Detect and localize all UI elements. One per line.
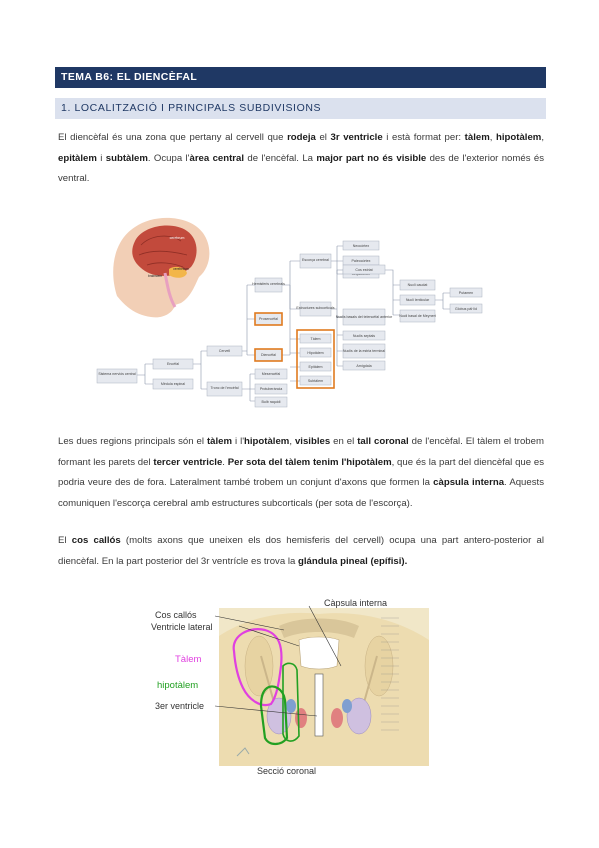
node-diencefal: Diencèfal: [254, 348, 283, 362]
svg-text:Estructures subcorticals: Estructures subcorticals: [296, 306, 334, 310]
svg-text:Nucli basal de Meynert: Nucli basal de Meynert: [399, 314, 436, 318]
svg-text:Subtàlem: Subtàlem: [308, 379, 323, 383]
svg-text:Paleocòrtex: Paleocòrtex: [352, 259, 371, 263]
node-nuclis-basals: Nuclis basals del telencèfal anterior: [336, 308, 393, 326]
node-medula: Mèdula espinal: [152, 378, 194, 390]
svg-text:Prosencèfal: Prosencèfal: [259, 317, 278, 321]
internal-capsule-shape: [260, 655, 378, 707]
node-escorca: Escorça cerebral: [299, 253, 332, 269]
node-talem: Tàlem: [299, 333, 332, 344]
svg-text:Epitàlem: Epitàlem: [309, 365, 323, 369]
svg-text:Nuclis basals del telencèfal a: Nuclis basals del telencèfal anterior: [336, 315, 393, 319]
node-estructures: Estructures subcorticals: [296, 301, 335, 317]
brain-head-illustration: cerebrum cerebellum brainstem: [113, 217, 210, 318]
thalamic-group-highlight: [296, 329, 335, 389]
node-protuberancia: Protuberància: [254, 383, 288, 395]
third-ventricle-shape: [314, 673, 324, 737]
svg-text:Diencèfal: Diencèfal: [261, 353, 276, 357]
svg-text:Tronc de l'encèfal: Tronc de l'encèfal: [210, 386, 238, 390]
svg-text:Protuberància: Protuberància: [260, 387, 282, 391]
hipotalem-label: hipotàlem: [157, 680, 198, 691]
node-putamen: Putamen: [449, 287, 483, 298]
svg-text:Globus pàl·lid: Globus pàl·lid: [455, 307, 477, 311]
svg-text:Putamen: Putamen: [459, 291, 473, 295]
node-bulb: Bulb raquidi: [254, 396, 288, 408]
cos-callos-paragraph: El cos callós (molts axons que uneixen e…: [58, 535, 544, 567]
node-paleocortex: Paleocòrtex: [342, 255, 380, 266]
svg-text:Mesencèfal: Mesencèfal: [262, 372, 281, 376]
talem-label: Tàlem: [175, 654, 201, 665]
node-encefal: Encèfal: [152, 358, 194, 370]
node-mesencefal: Mesencèfal: [254, 368, 288, 380]
node-prosencefal: Prosencèfal: [254, 312, 283, 326]
node-subtalem: Subtàlem: [299, 375, 332, 386]
svg-text:Sistema nerviós central: Sistema nerviós central: [98, 372, 136, 376]
svg-text:Hemisferis cerebrals: Hemisferis cerebrals: [252, 282, 285, 286]
svg-text:Neocòrtex: Neocòrtex: [353, 244, 370, 248]
lateral-ventricles-shape: [298, 636, 340, 670]
svg-text:Tàlem: Tàlem: [311, 337, 321, 341]
node-globus: Globus pàl·lid: [449, 303, 483, 314]
chapter-title: TEMA B6: EL DIENCÈFAL: [55, 67, 546, 88]
node-snc: Sistema nerviós central: [96, 368, 138, 384]
svg-text:Amígdala: Amígdala: [356, 364, 371, 368]
svg-text:Cos estriat: Cos estriat: [355, 268, 372, 272]
regions-paragraph: Les dues regions principals són el tàlem…: [58, 436, 544, 509]
svg-text:Encèfal: Encèfal: [167, 362, 179, 366]
node-amigdala: Amígdala: [342, 360, 386, 371]
svg-text:Cervell: Cervell: [219, 349, 230, 353]
svg-text:Bulb raquidi: Bulb raquidi: [262, 400, 281, 404]
corpus-callosum-shape: [279, 618, 359, 638]
capsula-interna-label: Càpsula interna: [324, 598, 387, 608]
nervous-system-diagram: cerebrum cerebellum brainstem Sistema ne…: [96, 217, 483, 408]
intro-paragraph: El diencèfal és una zona que pertany al …: [58, 132, 544, 184]
cos-callos-label: Cos callós: [155, 610, 197, 620]
hypothalamus-outline: [259, 685, 289, 746]
node-cos-estriat: Cos estriat: [342, 264, 386, 275]
tercer-ventricle-label: 3er ventricle: [155, 701, 204, 711]
cerebrum-label: cerebrum: [170, 236, 185, 240]
node-hemisferis: Hemisferis cerebrals: [252, 277, 285, 293]
brainstem-label: brainstem: [148, 274, 162, 278]
svg-text:Nuclis septals: Nuclis septals: [353, 334, 375, 338]
svg-text:Nucli lenticular: Nucli lenticular: [406, 298, 430, 302]
node-meynert: Nucli basal de Meynert: [399, 309, 436, 323]
node-cervell: Cervell: [206, 345, 243, 357]
node-epitalem: Epitàlem: [299, 361, 332, 372]
svg-text:Hipotàlem: Hipotàlem: [307, 351, 323, 355]
node-neocortex: Neocòrtex: [342, 240, 380, 251]
section-heading: 1. LOCALITZACIÓ I PRINCIPALS SUBDIVISION…: [55, 98, 546, 119]
cerebellum-label: cerebellum: [173, 267, 189, 271]
svg-text:Nucli caudat: Nucli caudat: [408, 283, 428, 287]
node-hipotalem: Hipotàlem: [299, 347, 332, 358]
svg-text:Nuclis de la estria terminal: Nuclis de la estria terminal: [343, 349, 385, 353]
diagram-connectors: [137, 245, 450, 402]
node-lenticular: Nucli lenticular: [399, 294, 436, 306]
svg-text:Mèdula espinal: Mèdula espinal: [161, 382, 185, 386]
coronal-section-figure: Cos callós Ventricle lateral Tàlem hipot…: [151, 598, 429, 776]
node-caudat: Nucli caudat: [399, 279, 436, 291]
node-nuclis-estria: Nuclis de la estria terminal: [342, 343, 385, 359]
node-nuclis-septals: Nuclis septals: [342, 330, 386, 341]
ventricle-lateral-label: Ventricle lateral: [151, 622, 213, 632]
svg-text:Escorça cerebral: Escorça cerebral: [302, 258, 329, 262]
seccio-coronal-label: Secció coronal: [257, 766, 316, 776]
node-tronc: Tronc de l'encèfal: [206, 381, 243, 397]
